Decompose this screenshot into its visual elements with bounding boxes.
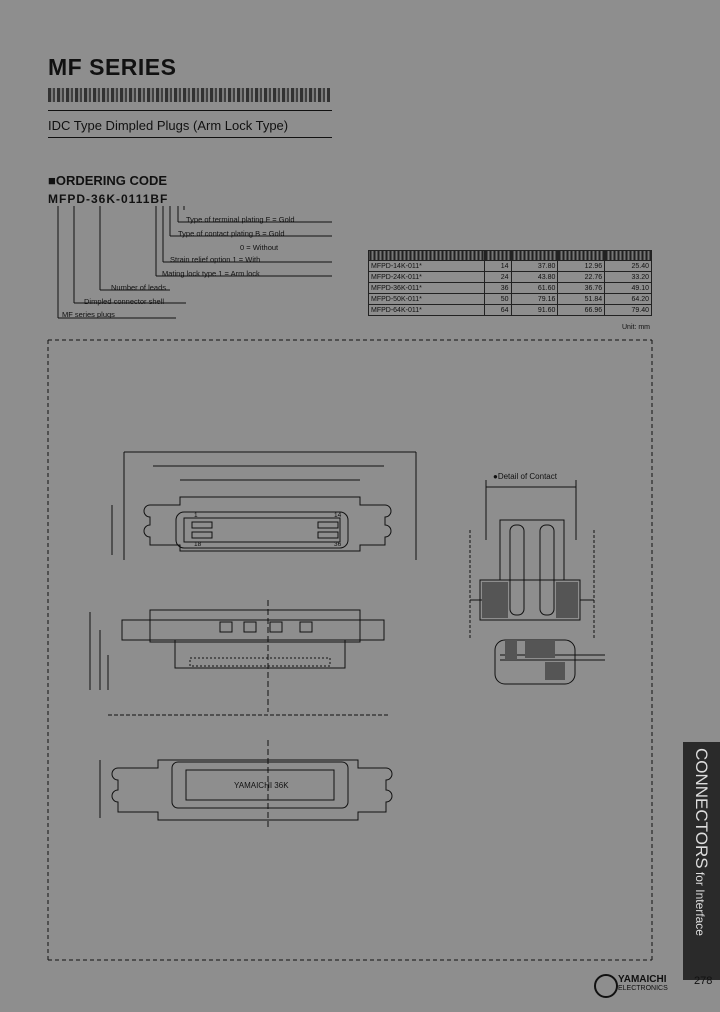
brand-name: YAMAICHI — [618, 974, 667, 985]
table-cell: 79.40 — [604, 304, 652, 316]
subtitle-band — [48, 88, 330, 102]
callout-series: MF series plugs — [62, 310, 115, 319]
page-number: 278 — [694, 975, 713, 987]
product-subtitle: IDC Type Dimpled Plugs (Arm Lock Type) — [48, 118, 289, 133]
body-marking: YAMAICHI 36K — [234, 781, 289, 790]
table-header-row — [368, 250, 652, 261]
callout-connector-shell: Dimpled connector shell — [84, 297, 165, 306]
brand-subtitle: ELECTRONICS — [618, 985, 668, 992]
detail-of-contact-label: ●Detail of Contact — [493, 472, 557, 481]
units-label: Unit: mm — [622, 324, 650, 331]
pin-label: 18 — [194, 541, 202, 548]
callout-strain-relief: Strain relief option 1 = With — [170, 255, 261, 264]
ordering-code: MFPD-36K-0111BF — [48, 192, 169, 206]
table-cell: MFPD-64K-011* — [368, 304, 485, 316]
callout-mating-lock: Mating lock type 1 = Arm lock — [162, 269, 260, 278]
side-tab-sub: for Interface — [693, 868, 707, 936]
callout-contact-plating: Type of contact plating B = Gold — [178, 229, 285, 238]
table-cell: 91.60 — [510, 304, 559, 316]
pin-label: 14 — [334, 512, 342, 519]
series-title: MF SERIES — [48, 54, 177, 80]
callout-without: 0 = Without — [240, 243, 279, 252]
callout-terminal-plating: Type of terminal plating F = Gold — [186, 215, 295, 224]
divider — [48, 137, 332, 138]
pin-label: 1 — [194, 512, 198, 519]
callout-number-of-leads: Number of leads — [111, 283, 167, 292]
section-side-tab: CONNECTORS for Interface — [683, 742, 720, 980]
section-title: ■ORDERING CODE — [48, 173, 168, 188]
divider — [48, 110, 332, 111]
yamaichi-logo-icon — [594, 974, 618, 998]
pin-label: 36 — [334, 541, 342, 548]
side-tab-main: CONNECTORS — [692, 748, 711, 869]
